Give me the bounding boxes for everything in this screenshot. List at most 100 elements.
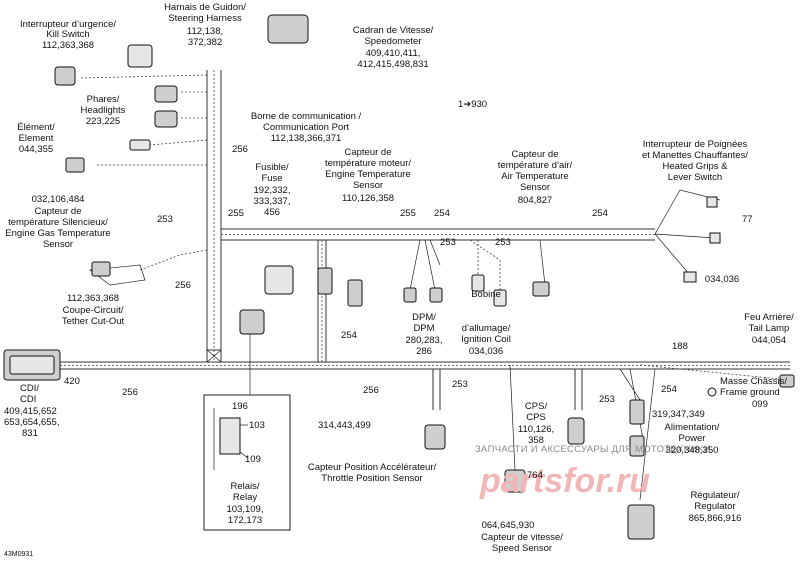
callout-420: 420: [64, 376, 80, 387]
callout-255-a: 255: [228, 208, 244, 219]
heated-grips-label-1: Interrupteur de Poignées: [643, 139, 748, 150]
cps-ref-2: 358: [528, 435, 544, 446]
relay-pin-103: 103: [249, 420, 265, 431]
callout-188: 188: [672, 341, 688, 352]
power-label-2: Power: [679, 433, 706, 444]
callout-253-a: 253: [157, 214, 173, 225]
watermark: ЗАПЧАСТИ И АКСЕССУАРЫ ДЛЯ МОТОТЕХНИКИ pa…: [475, 444, 711, 500]
callout-253-b: 253: [440, 237, 456, 248]
relay-ref-1: 103,109,: [227, 504, 264, 515]
heated-grips-label-2: et Manettes Chauffantes/: [642, 150, 748, 161]
cdi-label-1: CDI/: [20, 383, 39, 394]
relay-ref-2: 172,173: [228, 515, 262, 526]
callout-254-c: 254: [341, 330, 357, 341]
callout-253-c: 253: [495, 237, 511, 248]
watermark-logo: partsfor.ru: [479, 462, 650, 500]
relay-pin-196: 196: [232, 401, 248, 412]
tail-lamp-ref: 044,054: [752, 335, 786, 346]
callout-77: 77: [742, 214, 753, 225]
speedometer-ref-1: 409,410,411,: [366, 48, 421, 59]
engine-temp-label-3: Engine Temperature: [325, 169, 410, 180]
headlight-connector-lower: [154, 110, 178, 128]
element-label-2: Element: [19, 133, 54, 144]
ignition-coil-label-3: Ignition Coil: [461, 334, 511, 345]
tether-connector: [91, 261, 111, 277]
dpm-ref-2: 286: [416, 346, 432, 357]
speed-sensor-ref: 064,645,930: [482, 520, 535, 531]
dpm-connector-b: [429, 287, 443, 303]
speedometer-connector: [267, 14, 309, 44]
engine-temp-ref: 110,126,358: [342, 193, 394, 204]
engine-temp-label-1: Capteur de: [344, 147, 391, 158]
throttle-label-2: Throttle Position Sensor: [321, 473, 422, 484]
connectors: [3, 14, 795, 540]
speedometer-label-2: Speedometer: [364, 36, 421, 47]
speed-sensor-label-1: Capteur de vitesse/: [481, 532, 563, 543]
callout-930: 1➔930: [458, 99, 487, 110]
headlight-connector-upper: [154, 85, 178, 103]
tail-lamp-label-1: Feu Arrière/: [744, 312, 794, 323]
dpm-connector-a: [403, 287, 417, 303]
dpm-ref-1: 280,283,: [406, 335, 443, 346]
element-ref: 044,355: [19, 144, 53, 155]
heated-grips-label-4: Lever Switch: [668, 172, 722, 183]
cdi-ref-3: 831: [22, 428, 38, 439]
headlights-label-1: Phares/: [87, 94, 120, 105]
callout-764: 764: [527, 470, 543, 481]
callout-numbers: 1➔930 256 253 255 255 254 256 253 253 25…: [64, 99, 753, 481]
gas-temp-label-2: température Silencieux/: [8, 217, 108, 228]
dpm-label-2: DPM: [413, 323, 434, 334]
frame-ground-label-1: Masse Châssis/: [720, 376, 787, 387]
cps-label-1: CPS/: [525, 401, 548, 412]
cdi-module-face: [9, 355, 55, 375]
comm-port-ref: 112,138,366,371: [271, 133, 342, 144]
callout-253-d: 253: [452, 379, 468, 390]
gas-temp-label-3: Engine Gas Temperature: [5, 228, 110, 239]
engine-temp-label-4: Sensor: [353, 180, 383, 191]
cps-connector: [567, 417, 585, 445]
kill-switch-label-1: Interrupteur d’urgence/: [20, 19, 116, 30]
speed-sensor-connector: [504, 469, 526, 493]
gas-temp-ref: 032,106,484: [32, 194, 85, 205]
heated-grip-connector-c: [683, 271, 697, 283]
tether-label-1: Coupe-Circuit/: [63, 305, 124, 316]
comm-port-connector: [317, 267, 333, 295]
cdi-ref-1: 409,415,652: [4, 406, 57, 417]
callout-254-b: 254: [592, 208, 608, 219]
element-label-1: Élément/: [17, 122, 55, 133]
headlights-ref: 223,225: [86, 116, 120, 127]
ignition-coil-label-1: Bobine: [471, 289, 501, 300]
element-connector: [129, 139, 151, 151]
steering-harness-ref-2: 372,382: [188, 37, 222, 48]
cdi-label-2: CDI: [20, 394, 36, 405]
speedometer-label-1: Cadran de Vitesse/: [353, 25, 434, 36]
regulator-label-2: Regulator: [694, 501, 735, 512]
steering-harness-label-1: Harnais de Guidon/: [164, 2, 246, 13]
regulator-connector: [627, 504, 655, 540]
gas-temp-label-1: Capteur de: [34, 206, 81, 217]
ignition-coil-connector-b: [493, 289, 507, 307]
steering-harness-label-2: Steering Harness: [168, 13, 242, 24]
dpm-label-1: DPM/: [412, 312, 436, 323]
relay-pin-109: 109: [245, 454, 261, 465]
cps-label-2: CPS: [526, 412, 546, 423]
air-temp-label-4: Sensor: [520, 182, 550, 193]
frame-ground-label-2: Frame ground: [720, 387, 780, 398]
callout-256-c: 256: [122, 387, 138, 398]
ignition-coil-label-2: d’allumage/: [462, 323, 511, 334]
steering-harness-ref-1: 112,138,: [187, 26, 223, 37]
fuse-connector: [264, 265, 294, 295]
fuse-ref-3: 456: [264, 207, 280, 218]
regulator-label-1: Régulateur/: [690, 490, 739, 501]
air-temp-label-2: température d’air/: [498, 160, 573, 171]
air-temp-label-1: Capteur de: [511, 149, 558, 160]
power-connector-lower: [629, 435, 645, 457]
steering-harness-connector: [127, 44, 153, 68]
figure-code: 43M0931: [4, 551, 33, 558]
relay-detail: 196 103 109 Relais/ Relay 103,109, 172,1…: [203, 394, 291, 531]
kill-switch-ref: 112,363,368: [42, 40, 94, 51]
kill-switch-label-2: Kill Switch: [46, 29, 89, 40]
tether-label-2: Tether Cut-Out: [62, 316, 125, 327]
gas-temp-label-4: Sensor: [43, 239, 73, 250]
